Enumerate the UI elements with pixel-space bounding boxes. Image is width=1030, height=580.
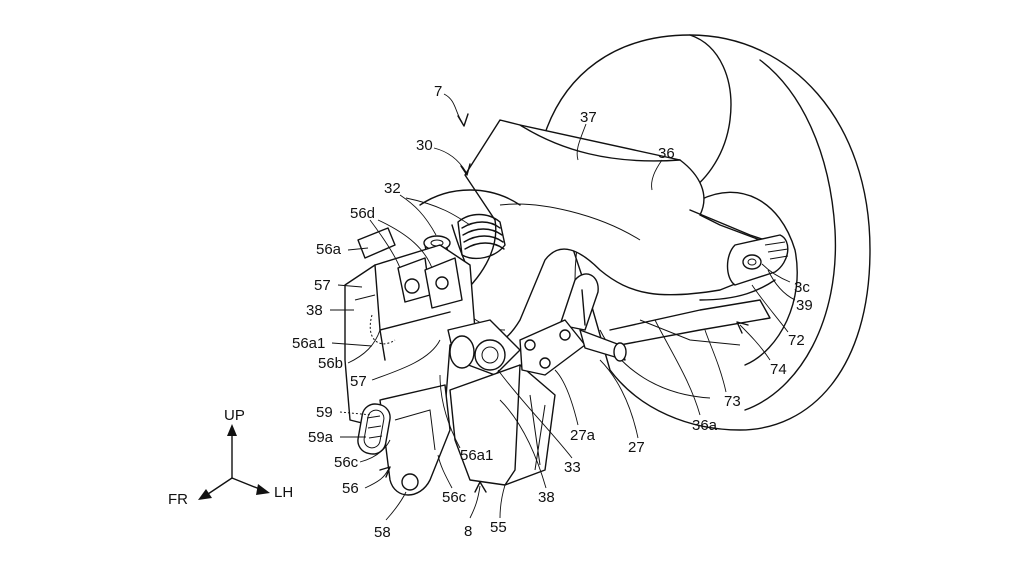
axis-fr-line — [204, 477, 233, 497]
axis-up-arrow — [227, 424, 237, 436]
callout-38-bottom: 38 — [538, 489, 555, 506]
callout-73: 73 — [724, 393, 741, 410]
callout-30: 30 — [416, 137, 433, 154]
callout-56a: 56a — [316, 241, 342, 258]
callout-55: 55 — [490, 519, 507, 536]
callout-56b: 56b — [318, 355, 343, 372]
callout-27a: 27a — [570, 427, 596, 444]
callout-36: 36 — [658, 145, 675, 162]
callout-36a: 36a — [692, 417, 718, 434]
callout-72: 72 — [788, 332, 805, 349]
callout-56d: 56d — [350, 205, 375, 222]
callout-37: 37 — [580, 109, 597, 126]
callout-3c: 3c — [794, 279, 810, 296]
axis-label-fr: FR — [168, 491, 188, 508]
callout-38-left: 38 — [306, 302, 323, 319]
axis-fr-arrow — [198, 489, 212, 500]
callout-56a1-mid: 56a1 — [460, 447, 493, 464]
callout-7: 7 — [434, 83, 442, 100]
callout-56: 56 — [342, 480, 359, 497]
leader-lines — [330, 93, 796, 521]
axis-lh-line — [231, 477, 263, 491]
callout-74: 74 — [770, 361, 787, 378]
axis-label-up: UP — [224, 407, 245, 424]
callout-58: 58 — [374, 524, 391, 541]
orientation-axes — [198, 424, 270, 500]
engine-bracket — [344, 227, 556, 496]
callout-8: 8 — [464, 523, 472, 540]
axis-label-lh: LH — [274, 484, 293, 501]
callout-32: 32 — [384, 180, 401, 197]
callout-56c-left: 56c — [334, 454, 359, 471]
footrest-bracket — [519, 273, 627, 376]
callout-27: 27 — [628, 439, 645, 456]
callout-33: 33 — [564, 459, 581, 476]
callout-57-mid: 57 — [350, 373, 367, 390]
axis-lh-arrow — [256, 484, 270, 495]
callout-56c-bottom: 56c — [442, 489, 467, 506]
callout-39: 39 — [796, 297, 813, 314]
callout-labels: 7 30 37 36 32 56d 56a 57 38 56a1 56b 57 … — [168, 83, 813, 541]
callout-59: 59 — [316, 404, 333, 421]
callout-57-top: 57 — [314, 277, 331, 294]
callout-59a: 59a — [308, 429, 334, 446]
callout-56a1-left: 56a1 — [292, 335, 325, 352]
